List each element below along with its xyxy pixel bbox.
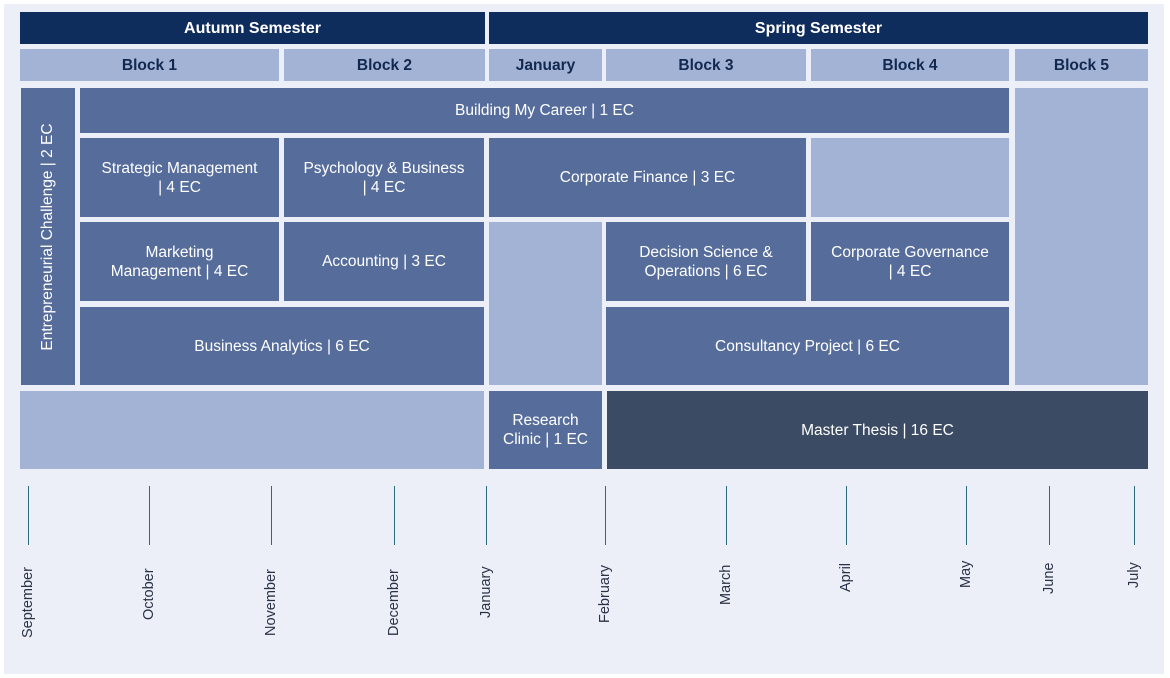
block-header-january: January: [489, 49, 602, 81]
block-header-2: Block 2: [284, 49, 485, 81]
course-entrepreneurial-challenge-label: Entrepreneurial Challenge | 2 EC: [39, 123, 56, 351]
timeline-tick: [28, 486, 29, 545]
course-decision-science-line2: Operations | 6 EC: [644, 262, 768, 280]
course-strategic-management-line1: Strategic Management: [101, 159, 258, 177]
month-label-march: March: [718, 564, 734, 605]
empty-slot-autumn-bottom: [20, 391, 484, 469]
empty-slot-january: [489, 222, 602, 385]
course-marketing-management: Marketing Management | 4 EC: [80, 222, 279, 301]
course-entrepreneurial-challenge: [21, 88, 75, 385]
timeline-tick: [605, 486, 606, 545]
timeline-tick: [486, 486, 487, 545]
course-corporate-governance-line2: | 4 EC: [888, 262, 932, 280]
timeline-tick: [149, 486, 150, 545]
block-header-5: Block 5: [1015, 49, 1148, 81]
month-label-november: November: [263, 569, 279, 636]
course-decision-science: Decision Science & Operations | 6 EC: [606, 222, 806, 301]
month-label-may: May: [958, 560, 974, 588]
empty-slot-block4-row2: [811, 138, 1009, 217]
course-research-clinic-line2: Clinic | 1 EC: [503, 431, 588, 448]
timeline-tick: [1049, 486, 1050, 545]
course-master-thesis: Master Thesis | 16 EC: [607, 391, 1148, 469]
month-label-april: April: [838, 562, 854, 592]
timeline-tick: [966, 486, 967, 545]
course-strategic-management: Strategic Management | 4 EC: [80, 138, 279, 217]
course-building-my-career: Building My Career | 1 EC: [80, 88, 1009, 133]
semester-header-spring: Spring Semester: [489, 12, 1148, 44]
timeline-tick: [394, 486, 395, 545]
course-corporate-finance: Corporate Finance | 3 EC: [489, 138, 806, 217]
month-label-september: September: [20, 567, 36, 638]
month-label-december: December: [386, 569, 402, 636]
course-research-clinic: Research Clinic | 1 EC: [489, 391, 602, 469]
empty-slot-block5: [1015, 88, 1148, 385]
block-header-3: Block 3: [606, 49, 806, 81]
course-psychology-business-line2: | 4 EC: [362, 178, 406, 196]
course-psychology-business: Psychology & Business | 4 EC: [284, 138, 484, 217]
course-corporate-governance: Corporate Governance | 4 EC: [811, 222, 1009, 301]
month-label-january: January: [478, 566, 494, 618]
timeline-tick: [726, 486, 727, 545]
course-marketing-management-line2: Management | 4 EC: [110, 262, 249, 280]
course-business-analytics: Business Analytics | 6 EC: [80, 307, 484, 385]
course-research-clinic-line1: Research: [512, 412, 579, 429]
course-consultancy-project: Consultancy Project | 6 EC: [606, 307, 1009, 385]
course-marketing-management-line1: Marketing: [145, 243, 214, 261]
month-label-october: October: [141, 568, 157, 620]
course-decision-science-line1: Decision Science &: [639, 243, 773, 261]
timeline-tick: [271, 486, 272, 545]
course-accounting: Accounting | 3 EC: [284, 222, 484, 301]
timeline-tick: [846, 486, 847, 545]
course-corporate-governance-line1: Corporate Governance: [831, 243, 989, 261]
course-strategic-management-line2: | 4 EC: [158, 178, 201, 196]
timeline-tick: [1134, 486, 1135, 545]
block-header-1: Block 1: [20, 49, 279, 81]
semester-header-autumn: Autumn Semester: [20, 12, 485, 44]
month-label-june: June: [1041, 562, 1057, 594]
course-psychology-business-line1: Psychology & Business: [303, 159, 465, 177]
month-label-february: February: [597, 564, 613, 623]
block-header-4: Block 4: [811, 49, 1009, 81]
month-label-july: July: [1126, 562, 1142, 588]
